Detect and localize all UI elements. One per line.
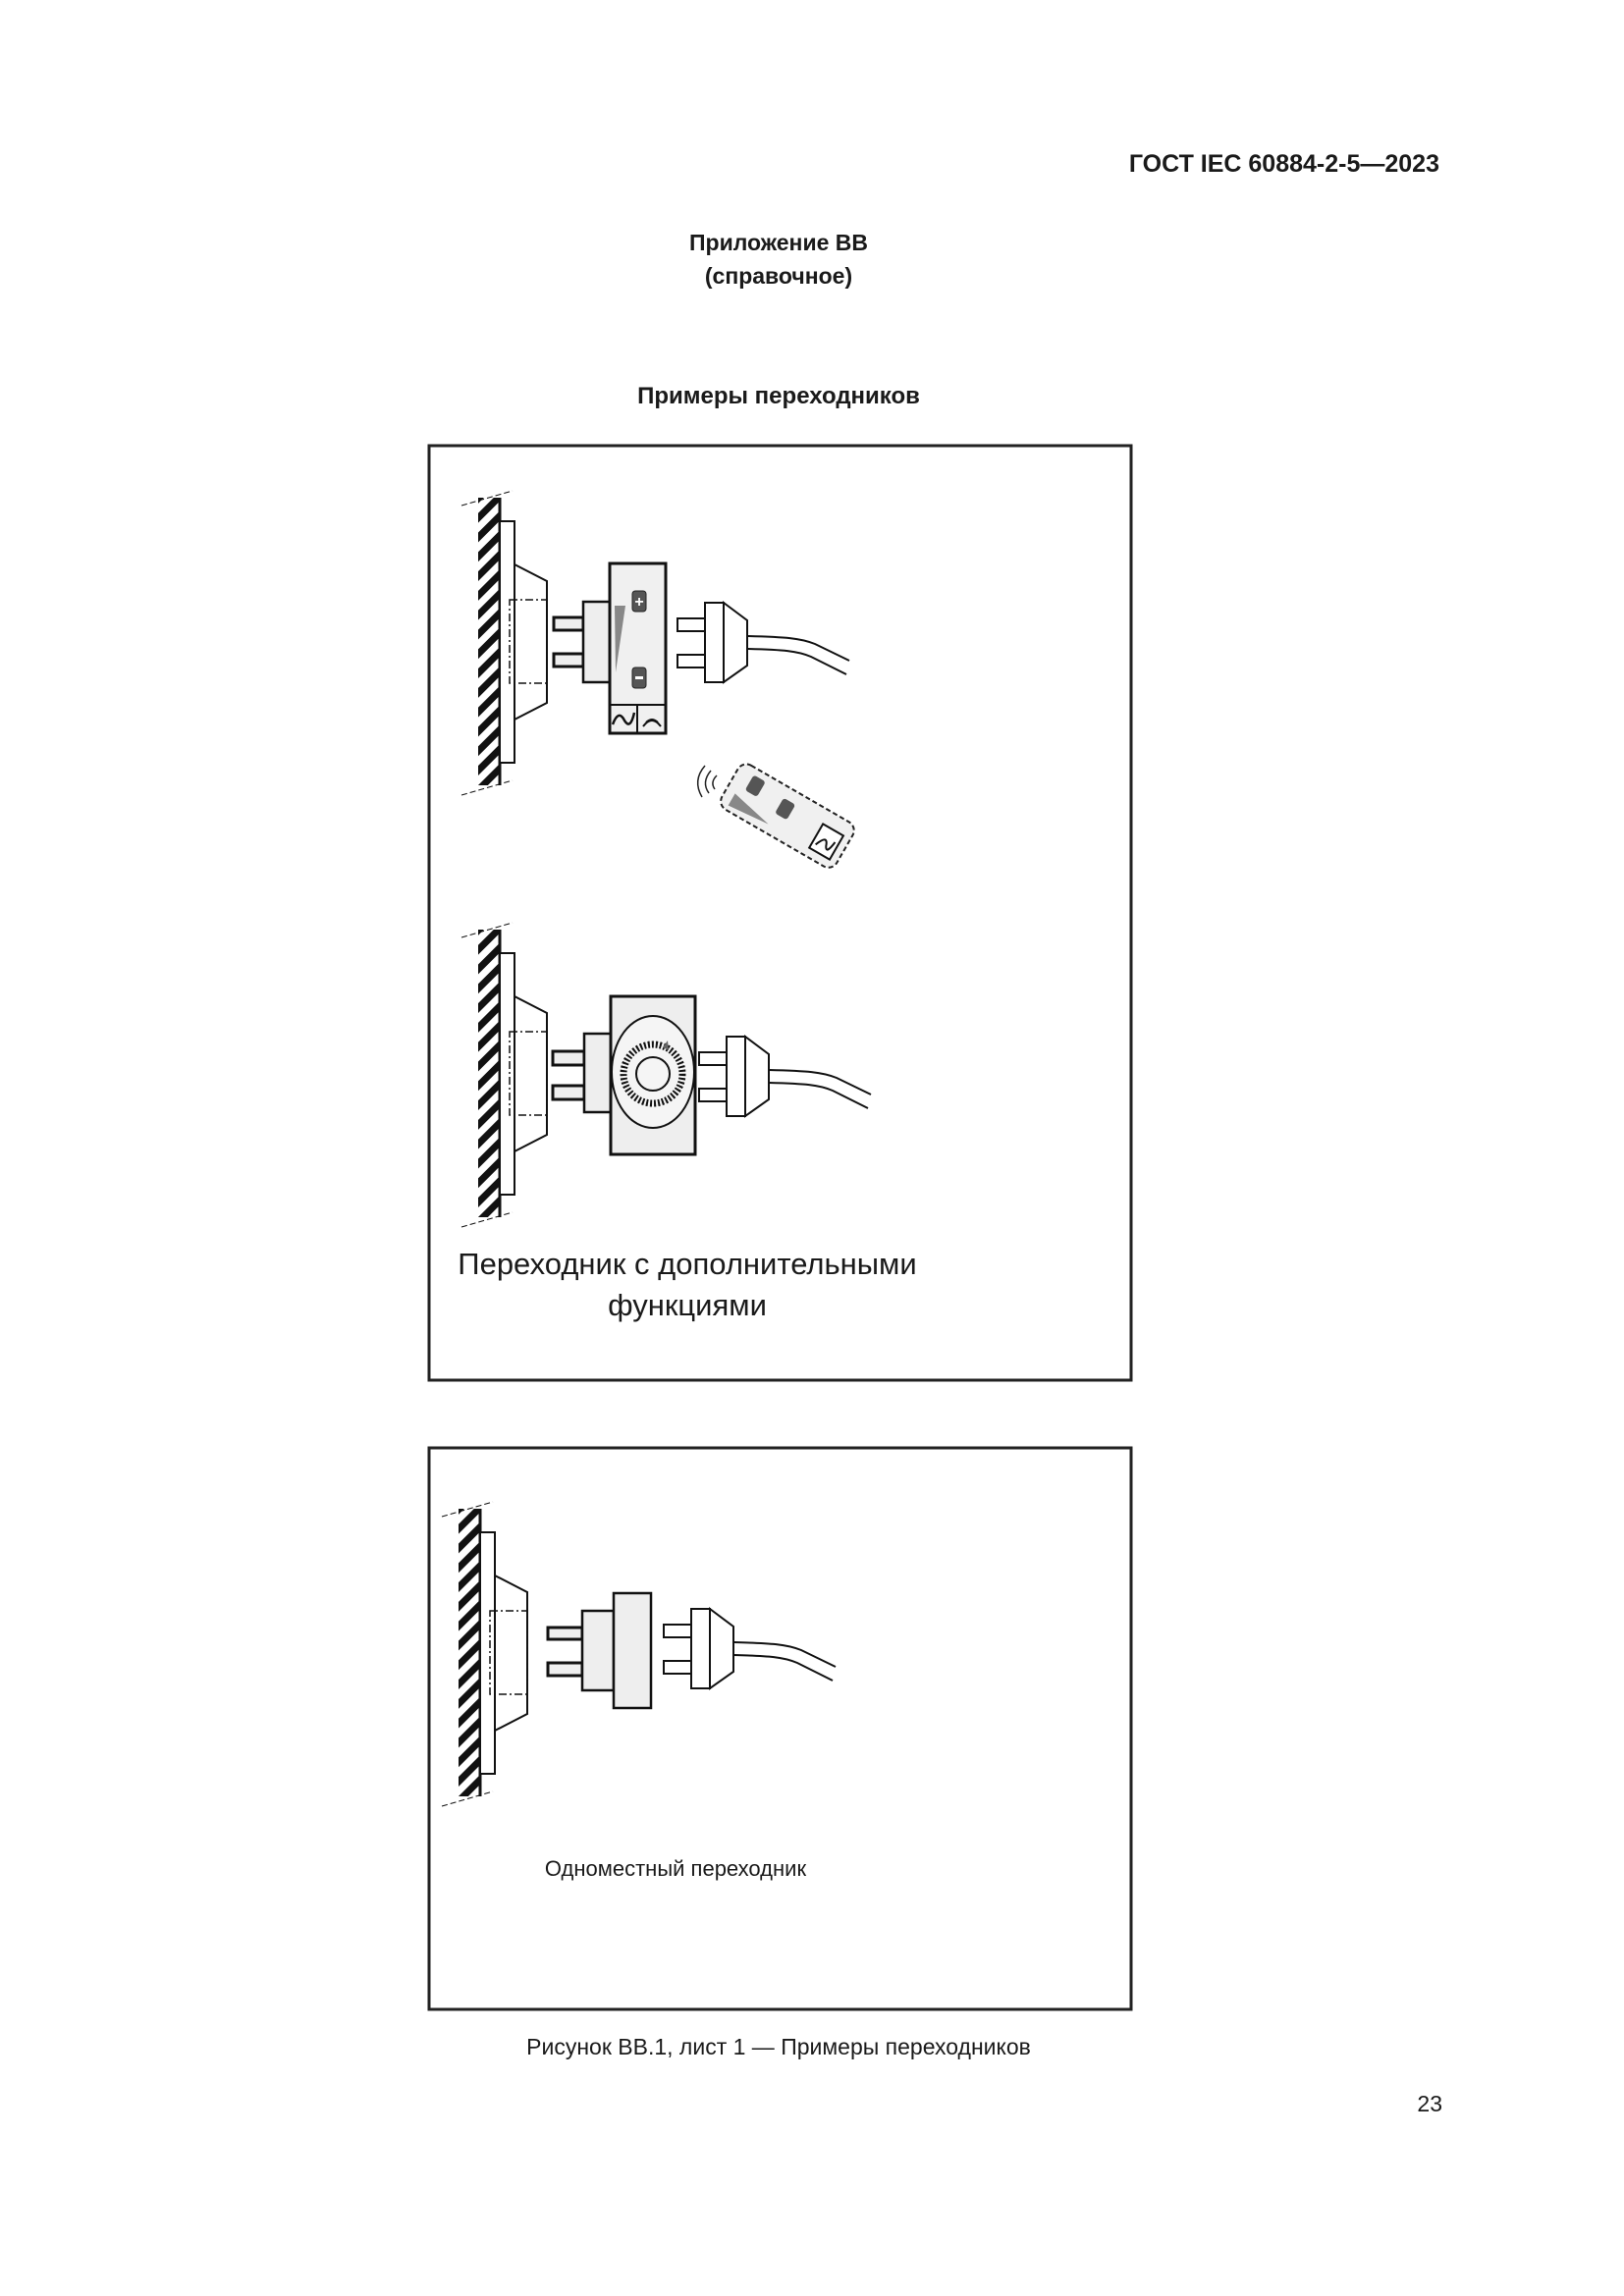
panel1-label-line1: Переходник с дополнительными [458,1247,916,1281]
panel2-frame [427,1446,1133,2011]
smart-adapter-icon: + [552,561,668,735]
annex-subtitle: (справочное) [704,263,853,289]
standard-designation: ГОСТ IEC 60884-2-5—2023 [1128,150,1439,178]
plug-icon [698,1036,872,1117]
plug-icon [677,602,850,683]
panel1-frame [427,444,1133,1382]
plug-icon [663,1608,837,1689]
motion-sensor-icon [611,712,636,725]
panel2-label: Одноместный переходник [545,1856,807,1881]
annex-heading: Приложение ВВ (справочное) [0,226,1557,293]
timer-adapter-icon [551,994,697,1156]
single-adapter-icon [546,1591,653,1710]
svg-text:+: + [634,594,643,611]
page-number: 23 [1417,2091,1442,2116]
wall-socket-icon [440,1500,529,1808]
wall-socket-icon [460,921,549,1229]
panel1-label-line2: функциями [608,1288,767,1322]
wireless-icon [642,719,662,727]
level-bar-icon [615,606,625,672]
wall-socket-icon [460,489,549,797]
remote-control-icon [720,763,855,869]
annex-title: Приложение ВВ [688,230,868,255]
plus-button-icon [631,590,647,613]
signal-waves-icon [696,765,718,798]
figure-caption: Рисунок ВВ.1, лист 1 — Примеры переходни… [526,2034,1031,2059]
figure-title: Примеры переходников [637,383,920,409]
